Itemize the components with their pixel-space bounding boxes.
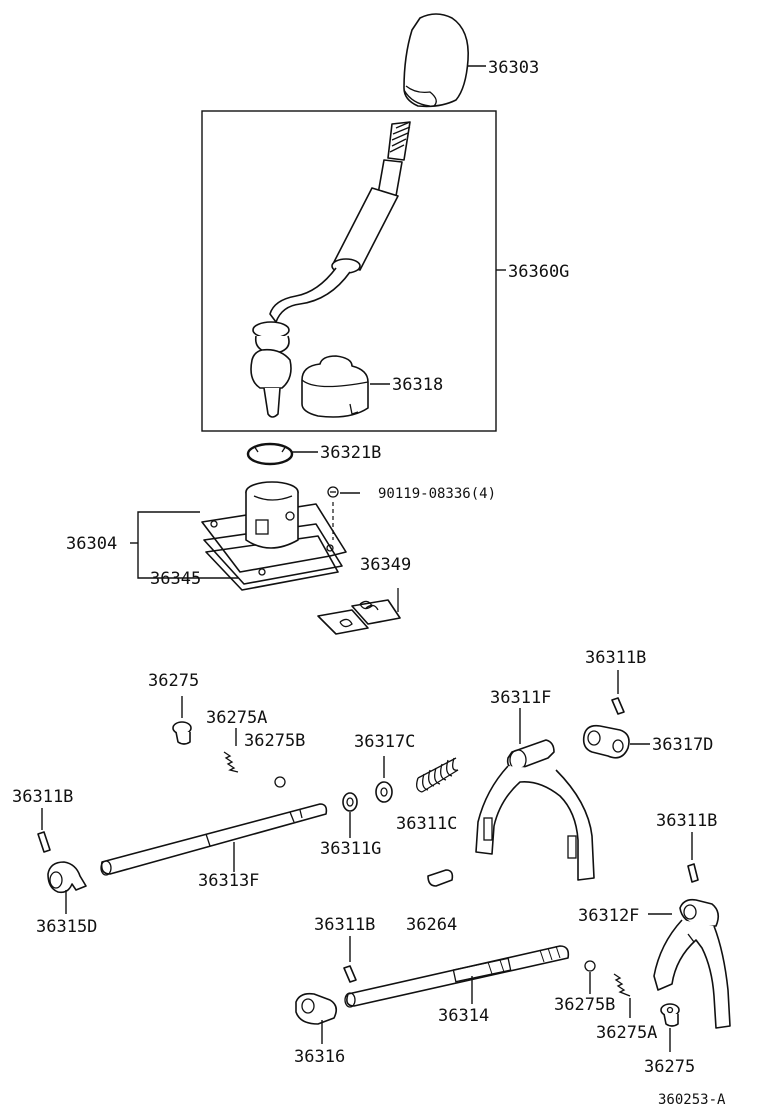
label-36275-right: 36275 bbox=[644, 1057, 695, 1077]
label-36311B-right: 36311B bbox=[656, 811, 717, 831]
label-36317C: 36317C bbox=[354, 732, 415, 752]
label-36311F: 36311F bbox=[490, 688, 551, 708]
label-36321B: 36321B bbox=[320, 443, 381, 463]
label-36311G: 36311G bbox=[320, 839, 381, 859]
shift-knob-part bbox=[403, 13, 469, 108]
spring-36311C-part bbox=[416, 757, 459, 793]
spring-36275A-part-left bbox=[223, 751, 239, 773]
label-36314: 36314 bbox=[438, 1006, 489, 1026]
fork-36311F-part bbox=[475, 739, 595, 881]
label-36311B-lower: 36311B bbox=[314, 915, 375, 935]
pin-36311B-part-top-right bbox=[611, 697, 625, 715]
label-36316: 36316 bbox=[294, 1047, 345, 1067]
label-36275A-left: 36275A bbox=[206, 708, 267, 728]
pin-36311B-part-right bbox=[687, 863, 699, 883]
snap-ring-part bbox=[246, 442, 294, 466]
label-36360G: 36360G bbox=[508, 262, 569, 282]
label-36264: 36264 bbox=[406, 915, 457, 935]
diagram-code: 360253-A bbox=[658, 1092, 726, 1108]
bolt-36275-part-right bbox=[660, 1003, 680, 1027]
label-36275A-right: 36275A bbox=[596, 1023, 657, 1043]
assembly-frame bbox=[201, 110, 497, 432]
head-36316-part bbox=[295, 992, 338, 1025]
ring-36311G-part bbox=[342, 792, 358, 812]
label-36275-left: 36275 bbox=[148, 671, 199, 691]
head-36315D-part bbox=[47, 861, 87, 894]
shift-shaft-36314-part bbox=[344, 945, 570, 1008]
collar-36317C-part bbox=[375, 781, 393, 803]
shift-housing-part bbox=[201, 481, 347, 591]
arm-36317D-part bbox=[582, 724, 630, 759]
label-90119-08336: 90119-08336(4) bbox=[378, 486, 496, 502]
label-36304: 36304 bbox=[66, 534, 117, 554]
label-36317D: 36317D bbox=[652, 735, 713, 755]
label-36311C: 36311C bbox=[396, 814, 457, 834]
label-36349: 36349 bbox=[360, 555, 411, 575]
ball-36264-part bbox=[427, 869, 454, 887]
ball-36275B-part-left bbox=[274, 776, 286, 788]
shift-shaft-36313F-part bbox=[100, 803, 328, 876]
label-36275B-right: 36275B bbox=[554, 995, 615, 1015]
label-36303: 36303 bbox=[488, 58, 539, 78]
fork-36312F-part bbox=[653, 898, 731, 1029]
label-36311B-left: 36311B bbox=[12, 787, 73, 807]
pin-36311B-part-left bbox=[37, 831, 51, 853]
label-36275B-left: 36275B bbox=[244, 731, 305, 751]
label-36318: 36318 bbox=[392, 375, 443, 395]
ball-36275B-part-right bbox=[584, 960, 596, 972]
bolt-36275-part-left bbox=[172, 721, 192, 745]
label-36315D: 36315D bbox=[36, 917, 97, 937]
label-36345: 36345 bbox=[150, 569, 201, 589]
bolt-part bbox=[327, 486, 339, 540]
label-36313F: 36313F bbox=[198, 871, 259, 891]
shift-lever-part bbox=[250, 121, 411, 418]
label-36311B-top-right: 36311B bbox=[585, 648, 646, 668]
boot-part bbox=[301, 355, 369, 418]
pin-36311B-part-lower bbox=[343, 965, 357, 983]
spring-set-part bbox=[317, 588, 401, 635]
label-36312F: 36312F bbox=[578, 906, 639, 926]
spring-36275A-part-right bbox=[613, 973, 631, 997]
